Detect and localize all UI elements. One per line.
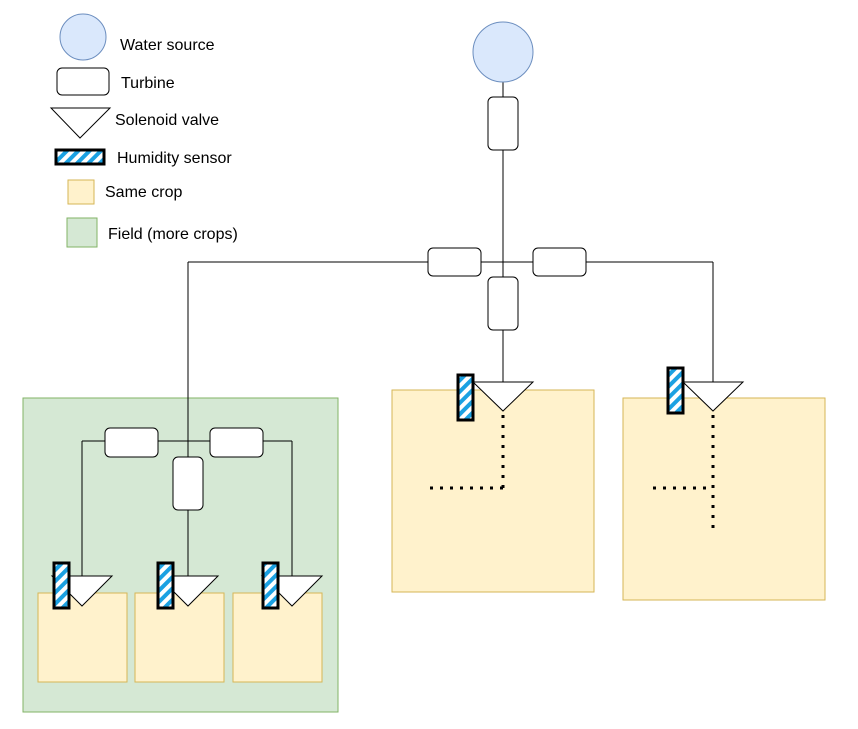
turbine-middle-branch (487, 276, 519, 331)
turbine-left-branch (427, 247, 482, 277)
legend-humidity-sensor-icon (54, 148, 106, 166)
humidity-sensor-field-1 (52, 561, 71, 610)
crop-area-field-2 (134, 592, 225, 683)
legend-turbine-label: Turbine (121, 75, 175, 92)
humidity-sensor-field-2 (156, 561, 175, 610)
legend-field-icon (66, 217, 98, 248)
humidity-sensor-right (666, 366, 685, 415)
legend: Water source Turbine Solenoid valve Humi… (49, 13, 238, 248)
crop-area-right (622, 397, 826, 601)
legend-same-crop-label: Same crop (105, 184, 182, 201)
turbines (104, 96, 587, 511)
legend-solenoid-valve-label: Solenoid valve (115, 112, 219, 129)
dotted-continuations (428, 415, 715, 532)
turbine-field-right (209, 427, 264, 458)
humidity-sensors (52, 366, 685, 610)
solenoid-valve-middle (471, 381, 535, 412)
humidity-sensor-middle (456, 373, 475, 422)
turbine-right-branch (532, 247, 587, 277)
turbine-main (487, 96, 519, 151)
water-source (472, 21, 534, 83)
legend-solenoid-valve-icon (49, 107, 112, 139)
legend-same-crop-icon (67, 179, 95, 205)
crop-area-middle (391, 389, 595, 593)
turbine-field-left (104, 427, 159, 458)
legend-turbine-icon (56, 67, 110, 96)
legend-water-source-icon (59, 13, 107, 61)
solenoid-valve-right (681, 381, 745, 412)
crop-area-field-1 (37, 592, 128, 683)
humidity-sensor-field-3 (261, 561, 280, 610)
legend-water-source-label: Water source (120, 37, 215, 54)
legend-field-label: Field (more crops) (108, 226, 238, 243)
turbine-field-middle (172, 456, 204, 511)
legend-humidity-sensor-label: Humidity sensor (117, 150, 232, 167)
